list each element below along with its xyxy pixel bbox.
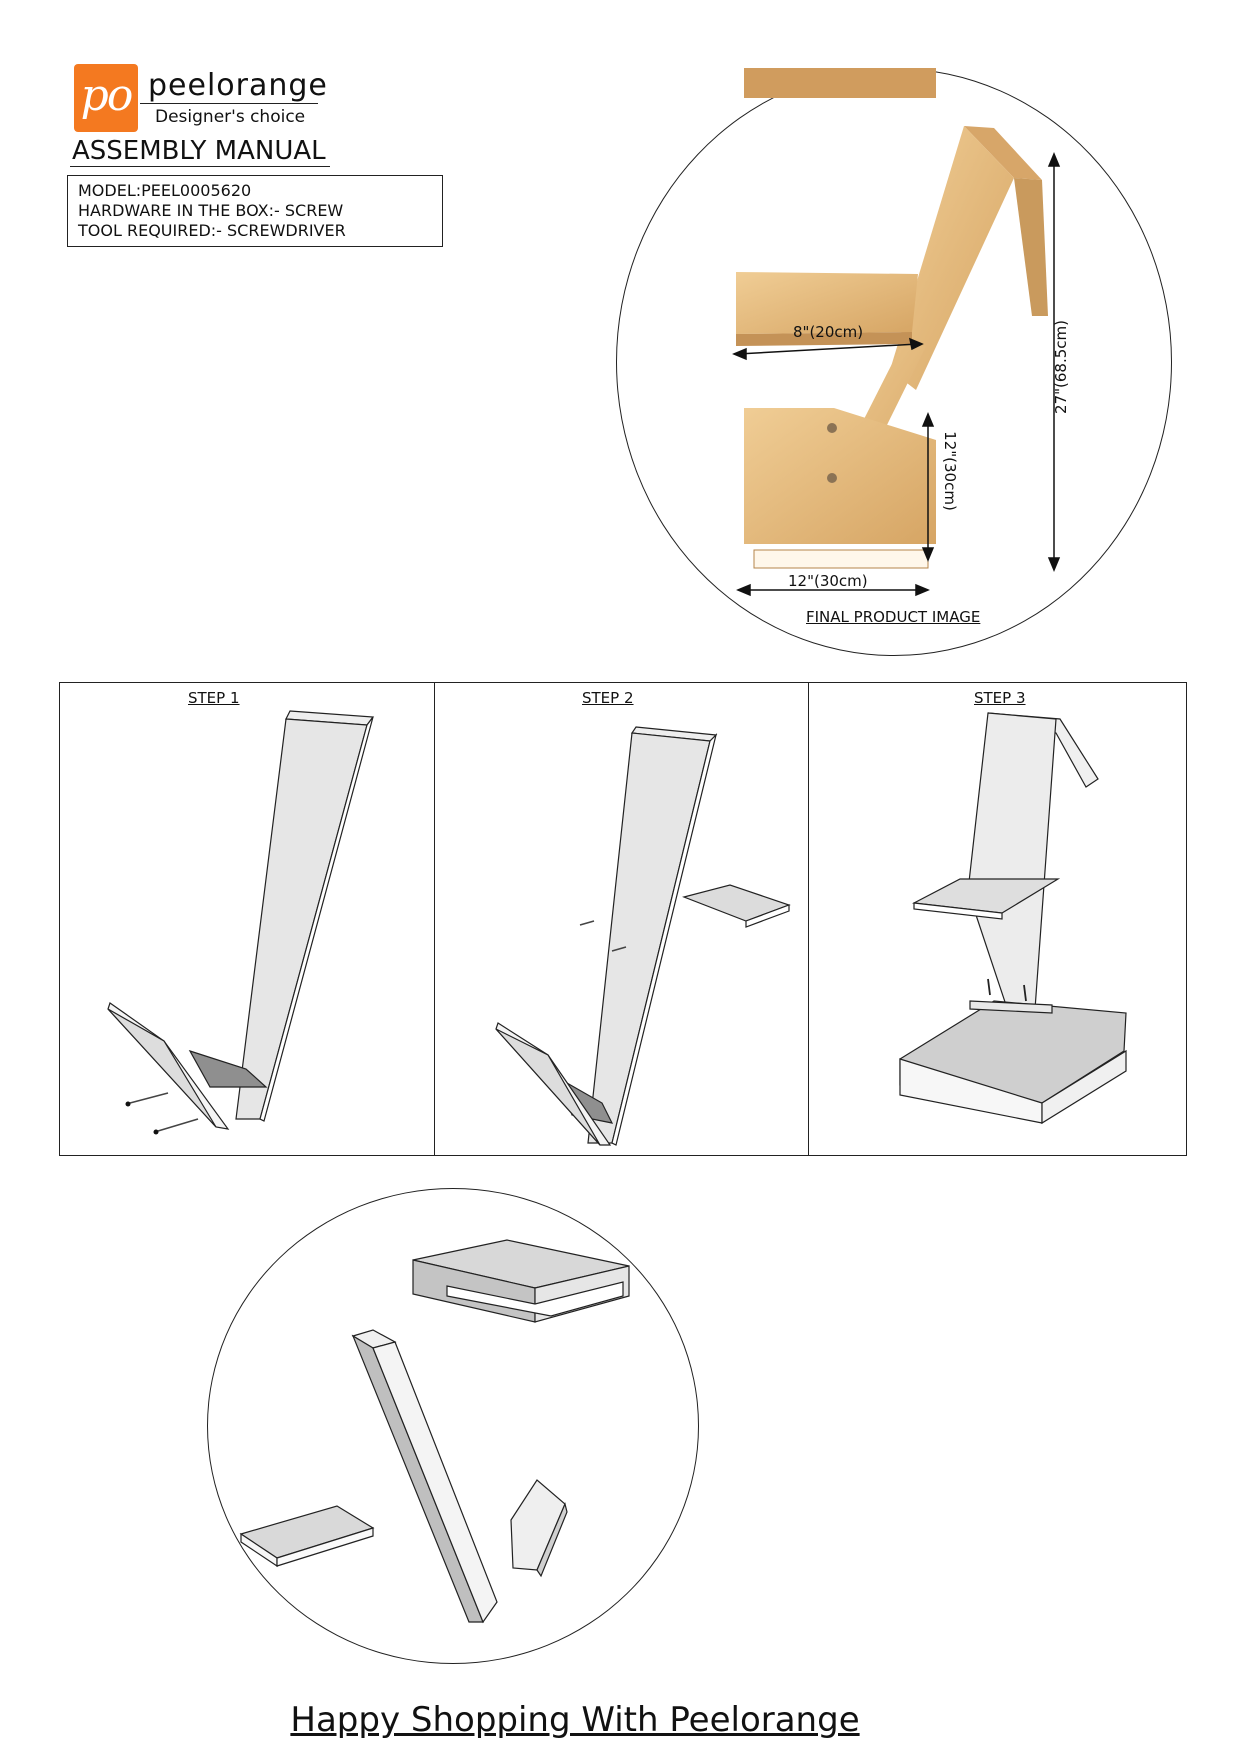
step-2-label: STEP 2 <box>582 689 634 707</box>
final-product-caption: FINAL PRODUCT IMAGE <box>806 608 981 626</box>
dim-base-height: 12"(30cm) <box>940 431 959 511</box>
footer-message: Happy Shopping With Peelorange <box>290 1700 860 1740</box>
step-1-illustration <box>107 710 375 1135</box>
brand-name: peelorange <box>148 68 328 103</box>
page-title: ASSEMBLY MANUAL <box>72 136 326 166</box>
step-3-illustration <box>899 712 1127 1125</box>
model-number: MODEL:PEEL0005620 <box>78 181 252 200</box>
dim-seat-width: 8"(20cm) <box>793 323 864 341</box>
product-info-box: MODEL:PEEL0005620 HARDWARE IN THE BOX:- … <box>67 175 443 247</box>
dim-total-height: 27"(68.5cm) <box>1051 320 1070 414</box>
step-3-label: STEP 3 <box>974 689 1026 707</box>
brand-logo: po <box>74 64 138 132</box>
step-2-illustration <box>495 726 791 1146</box>
dim-base-width: 12"(30cm) <box>788 572 868 590</box>
final-product-illustration <box>732 68 1061 597</box>
brand-tagline: Designer's choice <box>155 107 306 127</box>
step-1-label: STEP 1 <box>188 689 240 707</box>
title-underline <box>70 166 330 167</box>
steps-panel: STEP 1 STEP 2 STEP 3 <box>59 682 1187 1156</box>
hardware-info: HARDWARE IN THE BOX:- SCREW <box>78 201 344 220</box>
step-divider <box>808 683 809 1155</box>
logo-text: po <box>80 70 134 121</box>
brand-underline <box>140 103 318 104</box>
step-divider <box>434 683 435 1155</box>
tool-info: TOOL REQUIRED:- SCREWDRIVER <box>78 221 346 240</box>
parts-illustration <box>239 1239 630 1624</box>
parts-circle <box>207 1188 699 1664</box>
